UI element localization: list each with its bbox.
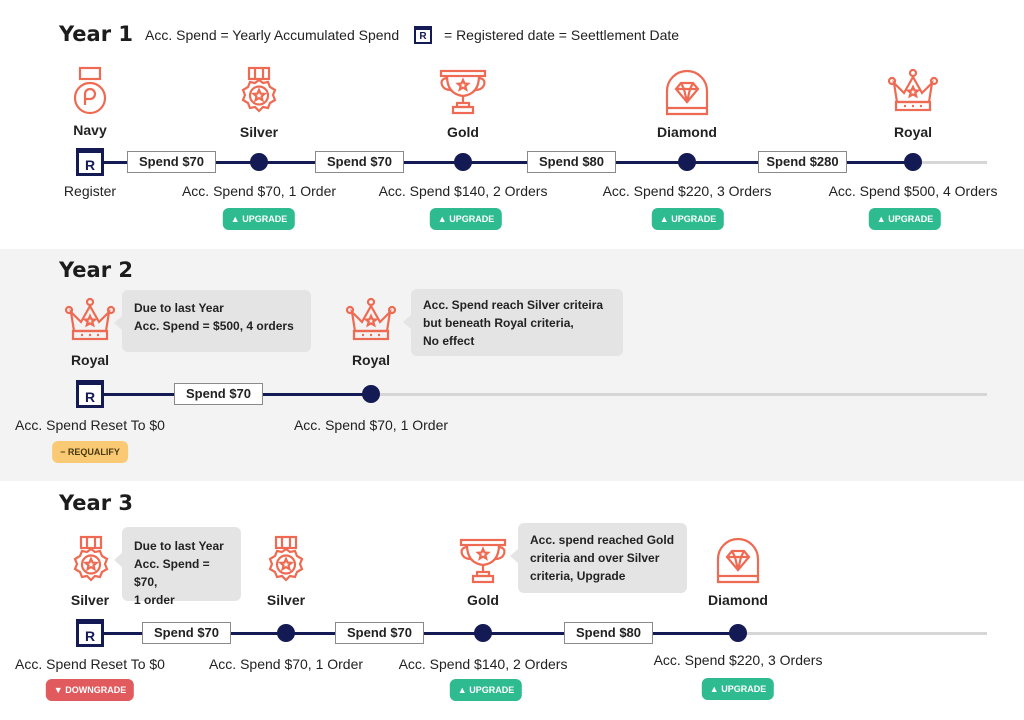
timeline-node bbox=[250, 153, 268, 171]
tier-label: Gold bbox=[467, 592, 499, 608]
acc-spend-label: Acc. Spend $220, 3 Orders bbox=[653, 652, 823, 668]
note-bubble: Due to last Year Acc. Spend = $500, 4 or… bbox=[114, 290, 311, 352]
acc-spend-label: Acc. Spend $70, 1 Order bbox=[293, 417, 449, 433]
timeline-node bbox=[729, 624, 747, 642]
tier-label: Navy bbox=[73, 122, 107, 138]
tier-label: Royal bbox=[893, 124, 933, 140]
tier-label: Diamond bbox=[708, 592, 768, 608]
silver-medal-icon bbox=[268, 535, 304, 582]
diamond-icon bbox=[665, 69, 709, 116]
timeline-node bbox=[474, 624, 492, 642]
timeline-node bbox=[678, 153, 696, 171]
register-marker: R bbox=[76, 619, 104, 647]
note-bubble: Due to last Year Acc. Spend = $70, 1 ord… bbox=[114, 527, 241, 607]
note-bubble: Acc. spend reached Gold criteria and ove… bbox=[510, 523, 687, 593]
tier-label: Silver bbox=[239, 124, 279, 140]
acc-spend-label: Acc. Spend $140, 2 Orders bbox=[398, 656, 568, 672]
note-bubble: Acc. Spend reach Silver critei­ra but be… bbox=[403, 289, 623, 356]
legend-register-icon: R bbox=[414, 26, 432, 44]
timeline-line-future bbox=[738, 632, 987, 635]
year2-background-band bbox=[0, 249, 1024, 481]
register-marker: R bbox=[76, 148, 104, 176]
upgrade-badge: ▲ UPGRADE bbox=[429, 208, 503, 230]
acc-spend-label: Acc. Spend $500, 4 Orders bbox=[828, 183, 998, 199]
tier-label: Diamond bbox=[657, 124, 717, 140]
gold-trophy-icon bbox=[439, 69, 487, 115]
acc-spend-label: Acc. Spend Reset To $0 bbox=[15, 417, 165, 433]
upgrade-badge: ▲ UPGRADE bbox=[651, 208, 725, 230]
acc-spend-label: Acc. Spend $140, 2 Orders bbox=[378, 183, 548, 199]
timeline-line bbox=[104, 161, 913, 164]
acc-spend-label: Acc. Spend Reset To $0 bbox=[15, 656, 165, 672]
spend-box: Spend $70 bbox=[174, 383, 263, 405]
year1-title: Year 1 bbox=[59, 22, 133, 46]
spend-box: Spend $70 bbox=[335, 622, 424, 644]
royal-crown-icon bbox=[64, 297, 116, 341]
tier-label: Silver bbox=[266, 592, 306, 608]
spend-box: Spend $80 bbox=[527, 151, 616, 173]
timeline-node bbox=[277, 624, 295, 642]
acc-spend-label: Acc. Spend $220, 3 Orders bbox=[602, 183, 772, 199]
upgrade-badge: ▲ UPGRADE bbox=[449, 679, 523, 701]
upgrade-badge: ▲ UPGRADE bbox=[868, 208, 942, 230]
tier-label: Silver bbox=[70, 592, 110, 608]
spend-box: Spend $80 bbox=[564, 622, 653, 644]
timeline-node bbox=[362, 385, 380, 403]
tier-label: Gold bbox=[447, 124, 479, 140]
acc-spend-label: Acc. Spend $70, 1 Order bbox=[181, 183, 337, 199]
spend-box: Spend $70 bbox=[315, 151, 404, 173]
tier-label: Royal bbox=[351, 352, 391, 368]
royal-crown-icon bbox=[887, 68, 939, 112]
acc-spend-label: Register bbox=[63, 183, 117, 199]
navy-medal-icon bbox=[73, 66, 107, 115]
upgrade-badge: ▲ UPGRADE bbox=[222, 208, 296, 230]
acc-spend-label: Acc. Spend $70, 1 Order bbox=[208, 656, 364, 672]
timeline-line-future bbox=[371, 393, 987, 396]
spend-box: Spend $70 bbox=[127, 151, 216, 173]
timeline-line-future bbox=[913, 161, 987, 164]
requalify-badge: − REQUALIFY bbox=[52, 441, 128, 463]
upgrade-badge: ▲ UPGRADE bbox=[701, 678, 775, 700]
timeline-node bbox=[904, 153, 922, 171]
silver-medal-icon bbox=[73, 535, 109, 582]
tier-label: Royal bbox=[70, 352, 110, 368]
silver-medal-icon bbox=[241, 66, 277, 113]
gold-trophy-icon bbox=[459, 538, 507, 584]
spend-box: Spend $70 bbox=[142, 622, 231, 644]
spend-box: Spend $280 bbox=[758, 151, 847, 173]
diamond-icon bbox=[716, 537, 760, 584]
downgrade-badge: ▼ DOWNGRADE bbox=[45, 679, 135, 701]
legend-register-text: = Registered date = Seettlement Date bbox=[444, 27, 680, 43]
register-marker: R bbox=[76, 380, 104, 408]
timeline-node bbox=[454, 153, 472, 171]
royal-crown-icon bbox=[345, 297, 397, 341]
legend-acc-spend: Acc. Spend = Yearly Accumulated Spend bbox=[145, 27, 400, 43]
year3-title: Year 3 bbox=[59, 491, 133, 515]
year2-title: Year 2 bbox=[59, 258, 133, 282]
